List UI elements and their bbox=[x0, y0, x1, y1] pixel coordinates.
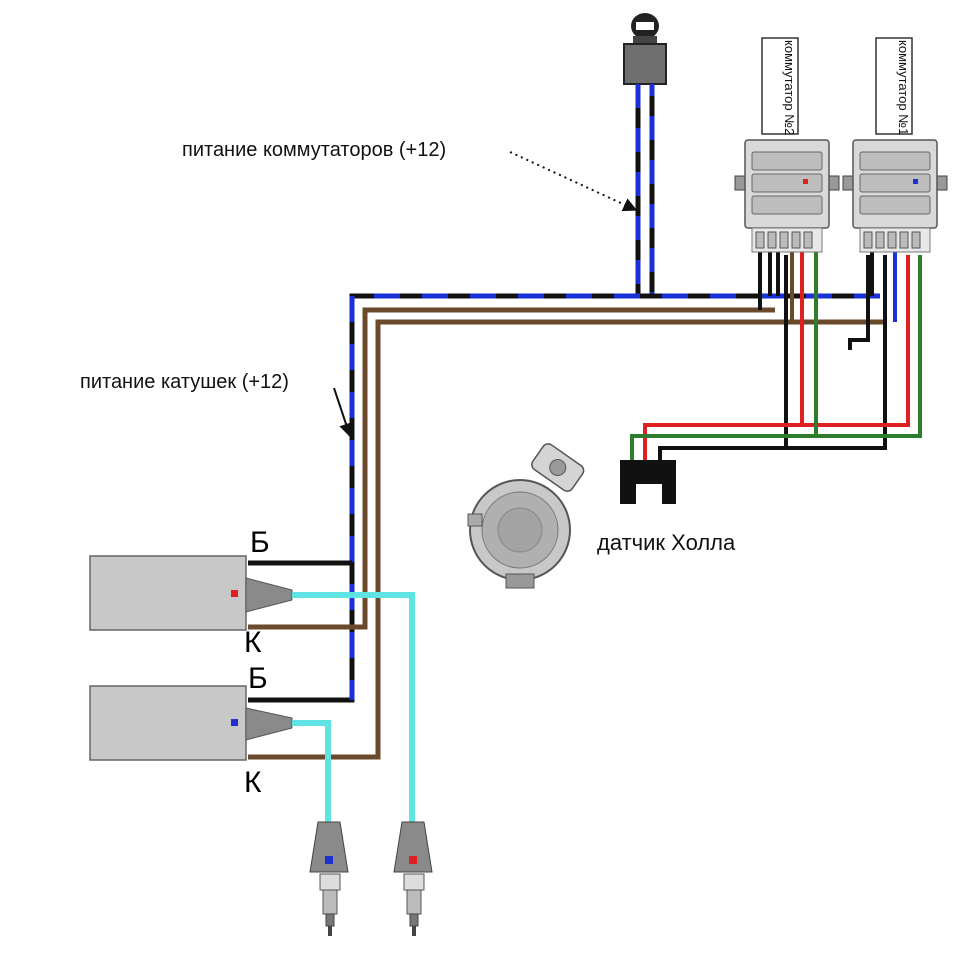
harness-blue-black bbox=[248, 293, 880, 703]
commutator-1-label: коммутатор №1 bbox=[896, 40, 911, 135]
coil2-k-terminal-label: К bbox=[244, 766, 262, 799]
high-voltage-leads bbox=[292, 592, 415, 832]
commutator-power-arrow bbox=[509, 151, 638, 212]
commutator-power-label: питание коммутаторов (+12) bbox=[182, 139, 446, 161]
ignition-coil-2 bbox=[89, 685, 293, 761]
commutator-2: коммутатор №2 bbox=[734, 37, 840, 253]
ignition-switch bbox=[623, 13, 667, 85]
ignition-coil-1 bbox=[89, 555, 293, 631]
spark-plug-2 bbox=[393, 821, 433, 936]
commutator-1: коммутатор №1 bbox=[842, 37, 948, 253]
distributor bbox=[467, 443, 585, 589]
coil-power-label: питание катушек (+12) bbox=[80, 371, 289, 393]
coil1-k-terminal-label: К bbox=[244, 626, 262, 659]
switch-power-wires bbox=[635, 84, 655, 296]
spark-plug-1 bbox=[309, 821, 349, 936]
hall-sensor-wires bbox=[630, 250, 922, 462]
coil-power-arrow bbox=[333, 387, 353, 438]
harness-brown bbox=[248, 307, 885, 760]
hall-sensor-connector bbox=[620, 460, 676, 504]
commutator-2-label: коммутатор №2 bbox=[782, 40, 797, 135]
hall-sensor-label: датчик Холла bbox=[597, 530, 736, 555]
coil1-b-terminal-label: Б bbox=[250, 526, 270, 559]
coil2-b-terminal-label: Б bbox=[248, 662, 268, 695]
